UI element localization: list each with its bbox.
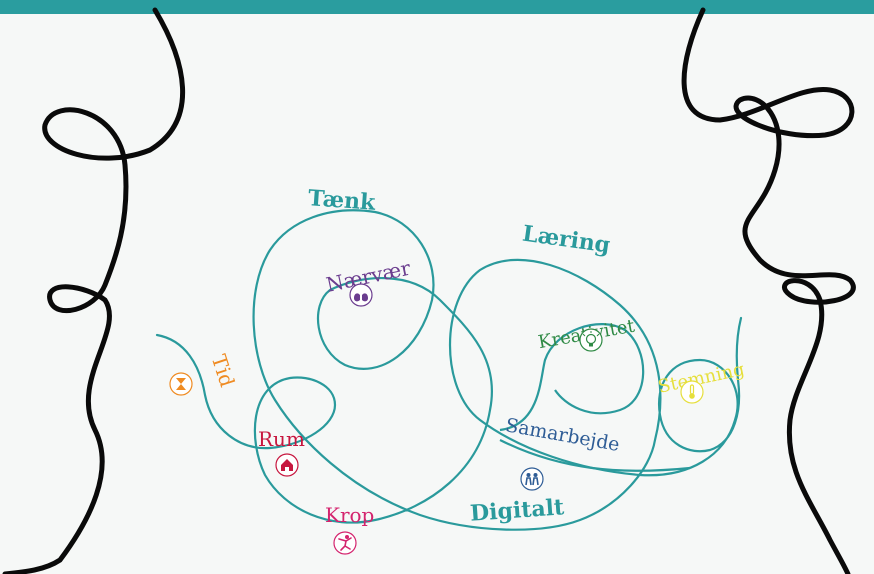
samarbejde-underline-line [499,439,691,472]
label-laering: Læring [521,221,612,259]
header-bar [0,0,874,14]
lightbulb-icon [579,328,603,352]
label-krop: Krop [325,503,374,527]
lungs-icon [349,283,373,307]
kreativitet-loop-line [499,323,645,432]
house-icon [275,453,299,477]
thermometer-icon [680,380,704,404]
label-rum: Rum [258,427,305,451]
right-squiggle-line [681,7,856,574]
people-icon [520,467,544,491]
hourglass-icon [169,372,193,396]
label-digitalt: Digitalt [469,494,566,527]
label-tid: Tid [207,352,240,391]
teal-loop-line [155,209,743,531]
jumping-person-icon [333,531,357,555]
label-taenk: Tænk [307,185,377,216]
left-squiggle-line [2,7,185,574]
